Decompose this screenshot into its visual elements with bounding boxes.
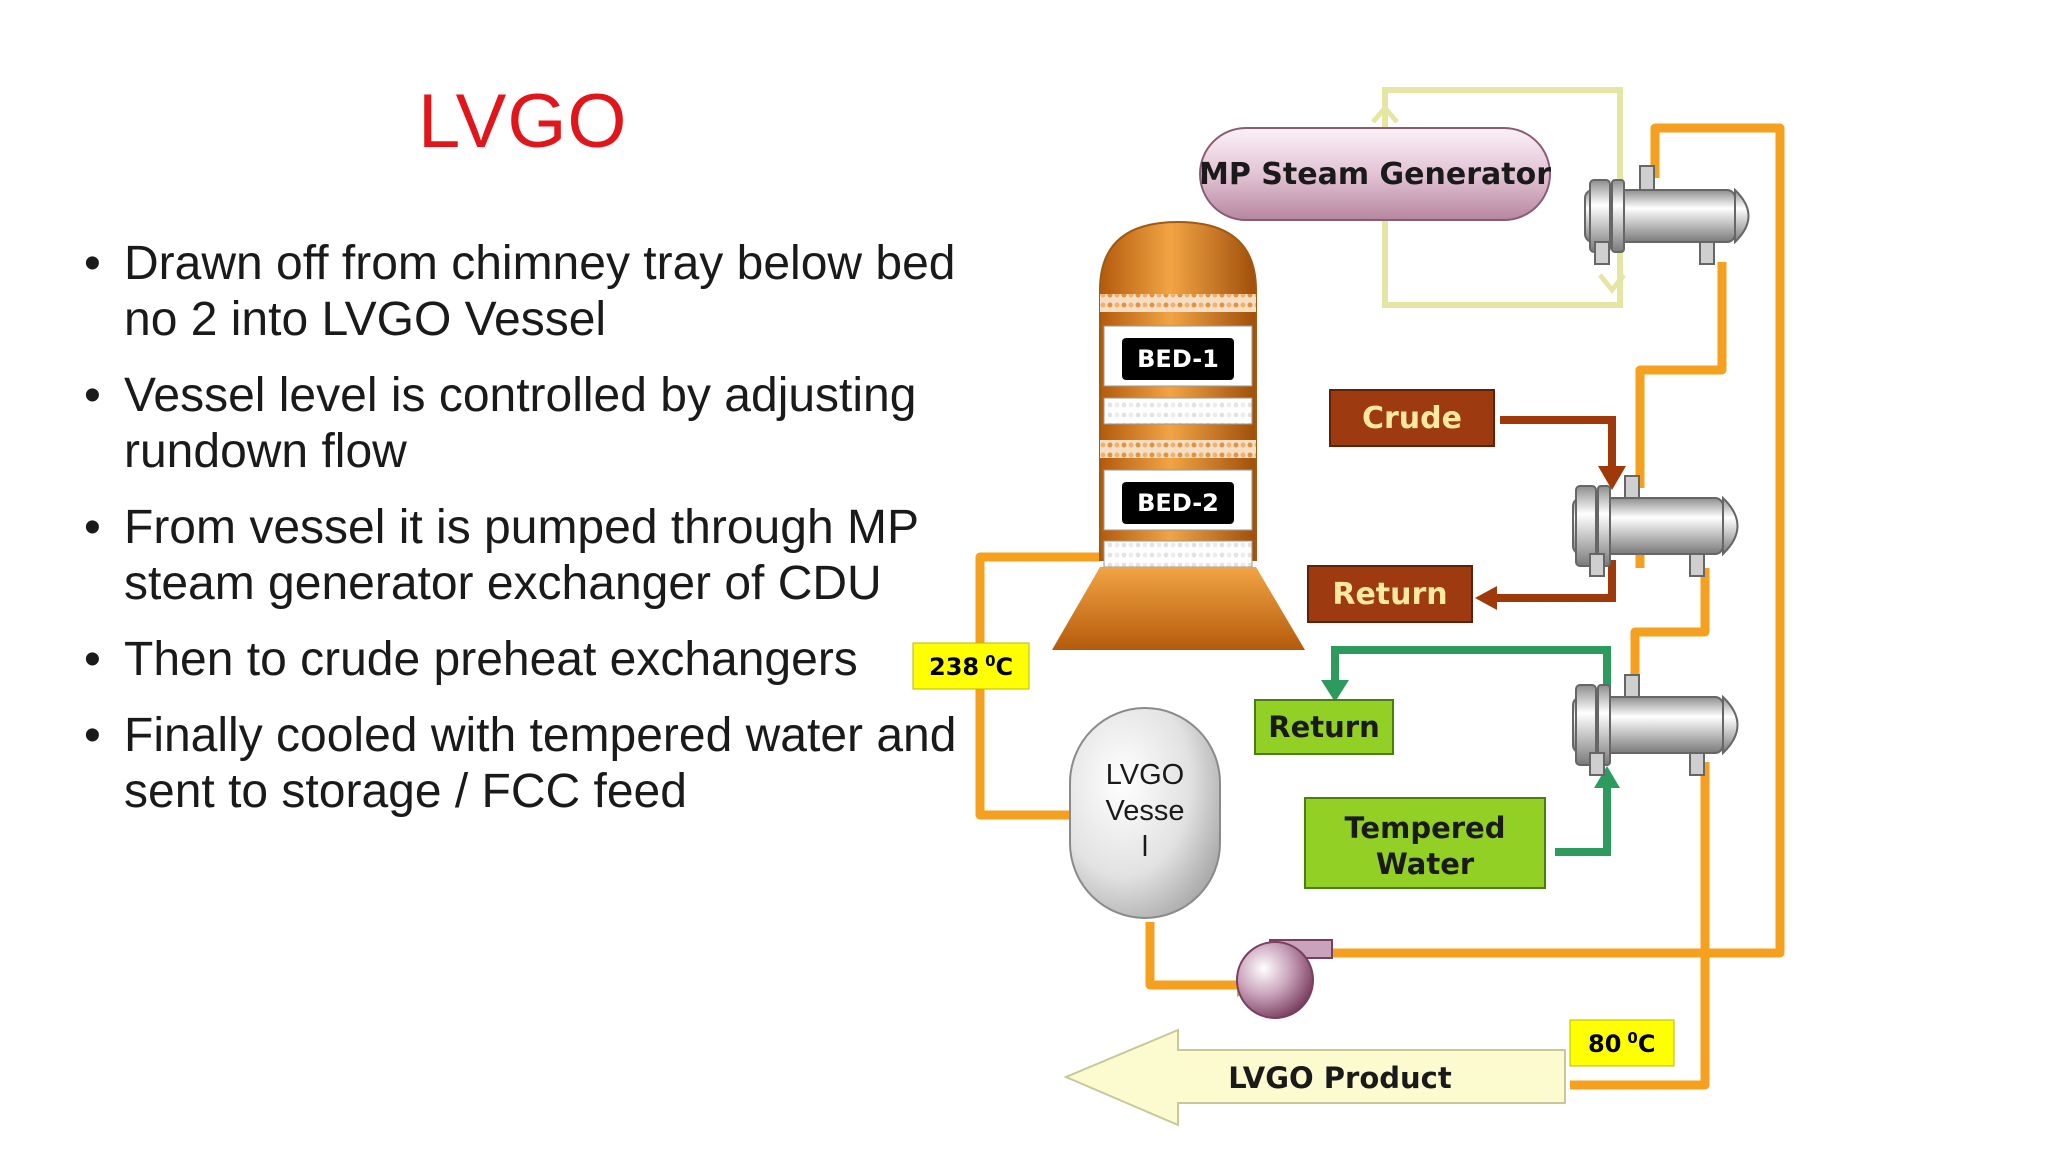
temp-draw-unit: C <box>996 653 1014 681</box>
tempered-water-box: Tempered Water <box>1304 797 1546 889</box>
temp-product-sup: 0 <box>1627 1029 1637 1047</box>
arrow-icon <box>1598 466 1626 490</box>
temp-product-unit: C <box>1638 1030 1656 1058</box>
bullet-dot-icon: • <box>84 369 101 422</box>
water-return-box: Return <box>1254 699 1394 755</box>
bullet-text: Drawn off from chimney tray below bed no… <box>124 237 956 346</box>
temp-product-value: 80 <box>1588 1030 1621 1058</box>
arrow-icon <box>1475 586 1497 610</box>
bullet-item: • Then to crude preheat exchangers <box>84 632 984 688</box>
temp-badge-draw: 238 0C <box>912 642 1030 690</box>
bullet-dot-icon: • <box>84 237 101 290</box>
bullet-text: Finally cooled with tempered water and s… <box>124 709 957 818</box>
tempered-water-label-1: Tempered <box>1345 811 1506 845</box>
bullet-dot-icon: • <box>84 501 101 554</box>
bed-1-text: BED-1 <box>1137 345 1219 373</box>
water-line <box>1331 646 1611 856</box>
bullet-dot-icon: • <box>84 709 101 762</box>
arrow-icon <box>1321 680 1349 702</box>
arrow-icon <box>1594 766 1620 788</box>
water-return-label: Return <box>1268 710 1379 744</box>
bed-1-label <box>1122 338 1234 380</box>
column-skirt <box>1052 567 1305 650</box>
lvgo-product-label: LVGO Product <box>1228 1061 1452 1095</box>
vessel-label-3: l <box>1142 831 1148 863</box>
crude-label: Crude <box>1362 401 1462 436</box>
slide-title: LVGO <box>418 79 628 164</box>
bullet-item: • Drawn off from chimney tray below bed n… <box>84 236 984 348</box>
heat-exchanger-steam <box>1584 165 1750 265</box>
temp-draw-text: 238 0C <box>929 652 1013 681</box>
bullet-text: Vessel level is controlled by adjusting … <box>124 369 917 478</box>
bed-2-label <box>1122 482 1234 524</box>
distillation-column: BED-1 BED-2 <box>1052 220 1305 650</box>
temp-badge-product: 80 0C <box>1569 1019 1675 1067</box>
heat-exchanger-water <box>1572 674 1739 776</box>
temp-product-text: 80 0C <box>1588 1029 1655 1058</box>
crude-line <box>1495 416 1616 602</box>
packing-layer <box>1103 397 1253 425</box>
tempered-water-label-2: Water <box>1376 847 1475 881</box>
bullet-text: Then to crude preheat exchangers <box>124 633 858 686</box>
heat-exchanger-crude <box>1572 475 1739 577</box>
mp-steam-generator: MP Steam Generator <box>1199 127 1551 221</box>
bullet-item: • Finally cooled with tempered water and … <box>84 708 984 820</box>
vessel-label-2: Vesse <box>1106 795 1185 827</box>
temp-draw-sup: 0 <box>985 652 995 670</box>
lvgo-line <box>975 123 1785 1090</box>
bullet-item: • From vessel it is pumped through MP ste… <box>84 500 984 612</box>
pump-icon <box>1236 939 1333 1019</box>
temp-draw-value: 238 <box>929 653 979 681</box>
crude-return-label: Return <box>1332 577 1447 612</box>
packing-layer <box>1100 440 1256 458</box>
bullet-item: • Vessel level is controlled by adjusting… <box>84 368 984 480</box>
bed-2-text: BED-2 <box>1137 489 1219 517</box>
steam-generator-label: MP Steam Generator <box>1199 157 1551 192</box>
vessel-label-1: LVGO <box>1106 759 1184 791</box>
bullet-text: From vessel it is pumped through MP stea… <box>124 501 919 610</box>
packing-layer <box>1100 294 1256 312</box>
lvgo-vessel: LVGO Vesse l <box>1069 707 1221 919</box>
crude-box: Crude <box>1329 389 1495 447</box>
bullet-list: • Drawn off from chimney tray below bed n… <box>84 236 984 840</box>
bullet-dot-icon: • <box>84 633 101 686</box>
crude-return-box: Return <box>1307 565 1473 623</box>
packing-layer <box>1103 540 1253 568</box>
lvgo-product-arrow: LVGO Product <box>1063 1028 1566 1127</box>
